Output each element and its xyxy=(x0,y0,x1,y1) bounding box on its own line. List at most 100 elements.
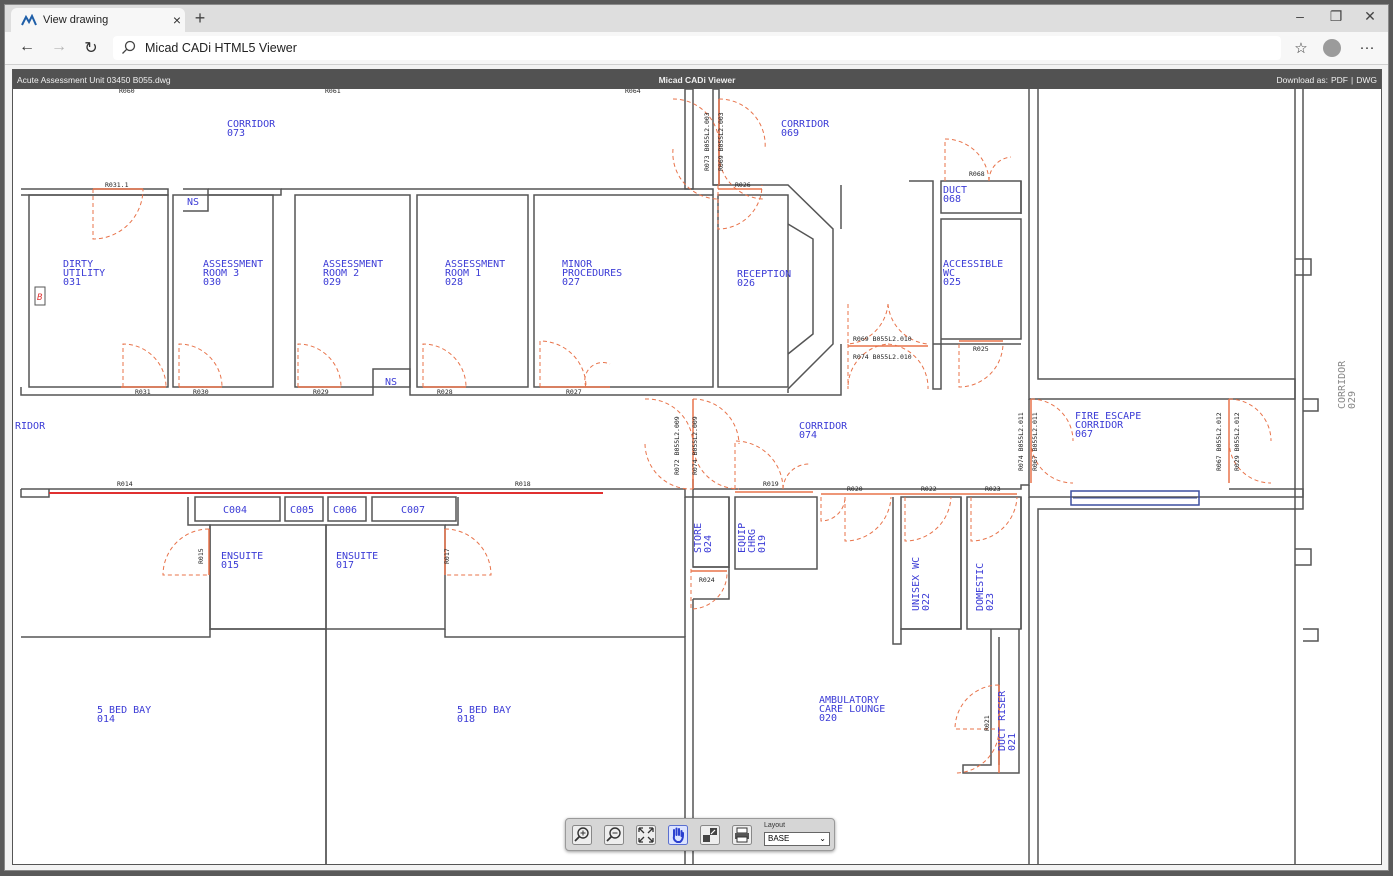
room-label-line: 017 xyxy=(336,560,354,571)
tab-view-drawing[interactable]: View drawing × xyxy=(11,8,185,32)
door-label: R017 xyxy=(443,548,451,564)
address-text: Micad CADi HTML5 Viewer xyxy=(145,41,297,55)
door-label: R018 xyxy=(515,480,531,488)
viewer-toolbar: Layout BASE ⌄ xyxy=(565,818,835,851)
door-label: R061 xyxy=(325,89,341,95)
room-label-line: DUCT RISER xyxy=(997,690,1008,751)
favorites-icon[interactable]: ☆ xyxy=(1294,40,1308,57)
download-links: Download as:PDF|DWG xyxy=(1273,75,1377,85)
door-label: R025 xyxy=(973,345,989,353)
room-label-line: ACCESSIBLE xyxy=(943,259,1003,270)
cadi-viewer: Acute Assessment Unit 03450 B055.dwg Mic… xyxy=(12,69,1382,865)
door-label-vertical: R074 B055L2.011 xyxy=(1017,412,1025,471)
door-label: R023 xyxy=(985,485,1001,493)
close-window-button[interactable]: ✕ xyxy=(1364,8,1376,24)
download-pdf-link[interactable]: PDF xyxy=(1331,74,1348,85)
room-label-line: ENSUITE xyxy=(221,551,263,562)
door-label: R031.1 xyxy=(105,181,129,189)
floor-plan-drawing[interactable]: CORRIDOR073CORRIDOR069DIRTYUTILITY031ASS… xyxy=(13,89,1382,865)
door-label-vertical: R069 B055L2.003 xyxy=(717,112,725,171)
chevron-down-icon: ⌄ xyxy=(819,834,826,843)
address-input[interactable]: Micad CADi HTML5 Viewer xyxy=(113,36,1281,60)
room-label-line: 029 xyxy=(1347,391,1358,409)
new-tab-button[interactable]: + xyxy=(194,8,206,28)
room-label-line: 014 xyxy=(97,714,115,725)
ns-label-1: NS xyxy=(187,197,199,208)
room-label-line: WC xyxy=(943,268,955,279)
layout-select[interactable]: BASE ⌄ xyxy=(764,832,830,846)
back-button[interactable]: ← xyxy=(19,38,35,55)
browser-window: View drawing × + – ❐ ✕ ← → ↻ Micad CADi … xyxy=(4,4,1389,871)
download-separator: | xyxy=(1351,74,1354,85)
room-label-line: 020 xyxy=(819,713,837,724)
zoom-extents-icon[interactable] xyxy=(636,825,656,845)
room-label-line: 027 xyxy=(562,277,580,288)
room-label-line: 074 xyxy=(799,430,817,441)
zoom-in-icon[interactable] xyxy=(572,825,592,845)
door-label: R074 B055L2.010 xyxy=(853,353,912,361)
door-label: R064 xyxy=(625,89,641,95)
room-label-line: AMBULATORY xyxy=(819,695,879,706)
room-label-line: ASSESSMENT xyxy=(323,259,383,270)
room-label-line: 029 xyxy=(323,277,341,288)
cupboard-c006: C006 xyxy=(333,505,357,516)
door-label-vertical: R072 B055L2.009 xyxy=(673,416,681,475)
room-label-line: 023 xyxy=(985,593,996,611)
room-label-line: ENSUITE xyxy=(336,551,378,562)
door-label: R026 xyxy=(735,181,751,189)
room-label-line: DOMESTIC xyxy=(975,563,986,611)
search-icon xyxy=(122,40,136,54)
tab-title: View drawing xyxy=(43,14,109,26)
viewer-header: Acute Assessment Unit 03450 B055.dwg Mic… xyxy=(13,70,1381,89)
room-label-line: UNISEX WC xyxy=(911,557,922,611)
room-label-line: CHRG xyxy=(747,529,758,553)
room-label-line: 030 xyxy=(203,277,221,288)
room-label-line: 019 xyxy=(757,535,768,553)
door-label: R069 B055L2.010 xyxy=(853,335,912,343)
viewer-title: Micad CADi Viewer xyxy=(658,74,736,85)
doors xyxy=(92,98,1272,774)
room-label-line: ASSESSMENT xyxy=(445,259,505,270)
ns-label-2: NS xyxy=(385,377,397,388)
window-zoom-icon[interactable] xyxy=(700,825,720,845)
pan-hand-icon[interactable] xyxy=(668,825,688,845)
more-menu-button[interactable]: ··· xyxy=(1359,39,1375,56)
door-label-vertical: R074 B055L2.009 xyxy=(691,416,699,475)
room-label-line: ROOM 1 xyxy=(445,268,481,279)
door-label: R022 xyxy=(921,485,937,493)
minimize-button[interactable]: – xyxy=(1296,8,1304,24)
door-label: R024 xyxy=(699,576,715,584)
room-label-line: 015 xyxy=(221,560,239,571)
refresh-button[interactable]: ↻ xyxy=(84,40,98,57)
tab-bar: View drawing × + – ❐ ✕ xyxy=(5,5,1388,32)
room-label-line: ROOM 2 xyxy=(323,268,359,279)
room-label-line: CORRIDOR xyxy=(799,421,848,432)
room-label-line: ROOM 3 xyxy=(203,268,239,279)
room-label-line: 021 xyxy=(1007,733,1018,751)
room-label-line: 022 xyxy=(921,593,932,611)
room-label-line: DIRTY xyxy=(63,259,93,270)
room-label-line: 018 xyxy=(457,714,475,725)
print-icon[interactable] xyxy=(732,825,752,845)
room-label-line: FIRE ESCAPE xyxy=(1075,411,1141,422)
tab-close-icon[interactable]: × xyxy=(172,12,182,28)
room-label-line: 031 xyxy=(63,277,81,288)
layout-value: BASE xyxy=(768,834,790,843)
room-label-line: ASSESSMENT xyxy=(203,259,263,270)
restore-button[interactable]: ❐ xyxy=(1329,8,1343,24)
download-dwg-link[interactable]: DWG xyxy=(1356,74,1377,85)
room-label-line: 024 xyxy=(703,535,714,553)
download-label: Download as: xyxy=(1276,74,1328,85)
room-label-line: 068 xyxy=(943,194,961,205)
door-label-vertical: R073 B055L2.003 xyxy=(703,112,711,171)
room-label-line: CORRIDOR xyxy=(781,119,830,130)
room-label-line: STORE xyxy=(693,523,704,553)
small-labels: NS NS C004 C005 C006 C007 xyxy=(187,197,425,516)
room-label-line: RECEPTION xyxy=(737,269,791,280)
room-label-line: CARE LOUNGE xyxy=(819,704,885,715)
forward-button[interactable]: → xyxy=(51,38,67,55)
bin-b-label: B xyxy=(37,293,43,303)
zoom-out-icon[interactable] xyxy=(604,825,624,845)
profile-avatar[interactable] xyxy=(1323,39,1341,57)
